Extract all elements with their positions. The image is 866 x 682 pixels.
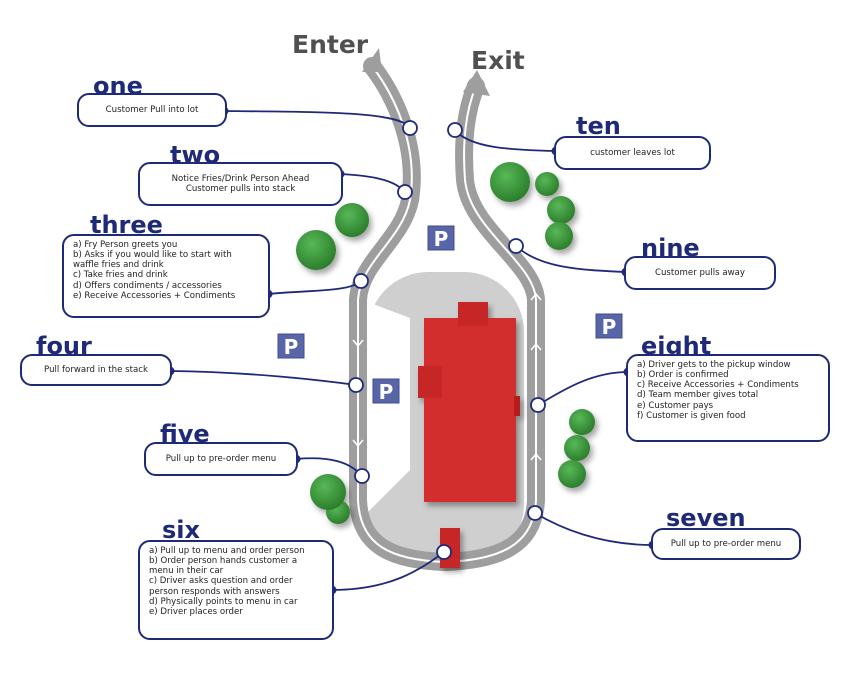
building-main — [424, 318, 516, 502]
step-three-line: b) Asks if you would like to start with — [73, 250, 232, 261]
enter-arrow-icon — [362, 48, 382, 72]
step-three-line: a) Fry Person greets you — [73, 240, 178, 250]
lane-point — [436, 544, 452, 560]
connector-seven — [534, 512, 654, 546]
chevron-up-icon — [530, 452, 542, 461]
chevron-up-icon — [530, 292, 542, 301]
step-three-line: d) Offers condiments / accessories — [73, 280, 222, 291]
tree-icon — [535, 172, 559, 196]
step-two-callout: Notice Fries/Drink Person Ahead Customer… — [138, 162, 343, 206]
step-ten-callout: customer leaves lot — [554, 136, 711, 170]
step-three-line: waffle fries and drink — [73, 260, 164, 271]
tree-icon — [490, 162, 530, 202]
lane-point — [402, 120, 418, 136]
exit-label: Exit — [471, 46, 525, 75]
step-nine-line: Customer pulls away — [654, 267, 745, 278]
step-six-line: e) Driver places order — [149, 606, 243, 617]
step-one-callout: Customer Pull into lot — [77, 93, 227, 127]
connectors — [169, 110, 654, 591]
lane-point — [527, 505, 543, 521]
exit-arrow-icon — [463, 70, 490, 96]
chevron-up-icon — [530, 342, 542, 351]
step-six-line: b) Order person hands customer a — [149, 556, 298, 567]
step-eight-callout: a) Driver gets to the pickup window b) O… — [626, 354, 830, 442]
tree-icon — [335, 203, 369, 237]
step-seven-callout: Pull up to pre-order menu — [651, 528, 801, 560]
restaurant-building — [418, 302, 520, 568]
step-six-line: a) Pull up to menu and order person — [149, 546, 305, 556]
step-six-line: c) Driver asks question and order — [149, 576, 293, 587]
step-eight-line: d) Team member gives total — [637, 390, 759, 401]
building-side-unit — [418, 366, 442, 398]
lane-chevrons — [352, 292, 542, 461]
parking-sign-icon: P — [277, 333, 305, 359]
pickup-window — [514, 396, 520, 416]
lane-point — [508, 238, 524, 254]
parking-sign-label: P — [379, 380, 394, 404]
step-ten-title: ten — [576, 112, 621, 140]
step-eight-line: b) Order is confirmed — [637, 370, 729, 381]
step-two-line: Notice Fries/Drink Person Ahead — [171, 173, 310, 184]
chevron-down-icon — [352, 339, 364, 348]
step-three-line: c) Take fries and drink — [73, 270, 168, 281]
building-roof-unit — [458, 302, 488, 326]
lane-points — [348, 120, 546, 560]
lane-point — [353, 273, 369, 289]
step-eight-line: f) Customer is given food — [637, 410, 746, 421]
tree-icon — [296, 230, 336, 270]
step-six-line: menu in their car — [149, 566, 224, 577]
step-eight-line: c) Receive Accessories + Condiments — [637, 380, 799, 391]
parking-signs: P P P P — [277, 225, 623, 404]
tree-icon — [564, 435, 590, 461]
step-nine-callout: Customer pulls away — [624, 256, 776, 290]
parking-sign-icon: P — [372, 378, 400, 404]
tree-icon — [569, 409, 595, 435]
step-six-title: six — [162, 516, 200, 544]
connector-one — [223, 110, 411, 129]
lane-point — [397, 184, 413, 200]
tree-icon — [558, 460, 586, 488]
connector-two — [339, 173, 406, 193]
step-two-line: Customer pulls into stack — [185, 184, 296, 194]
lot-notch — [368, 302, 410, 512]
chevron-down-icon — [352, 439, 364, 448]
step-six-line: d) Physically points to menu in car — [149, 596, 298, 607]
connector-eight — [537, 371, 629, 406]
step-six-callout: a) Pull up to menu and order person b) O… — [138, 540, 334, 640]
parking-sign-label: P — [434, 227, 449, 251]
step-three-line: e) Receive Accessories + Condiments — [73, 290, 236, 301]
tree-icon — [545, 222, 573, 250]
lane-point — [354, 468, 370, 484]
step-four-line: Pull forward in the stack — [44, 364, 148, 375]
step-seven-title: seven — [666, 504, 746, 532]
connector-six — [331, 551, 445, 591]
step-eight-line: a) Driver gets to the pickup window — [637, 360, 791, 370]
parking-sign-label: P — [284, 335, 299, 359]
step-one-line: Customer Pull into lot — [105, 104, 199, 115]
parking-sign-icon: P — [427, 225, 455, 251]
lane-point — [348, 377, 364, 393]
connector-nine — [515, 245, 627, 273]
step-four-callout: Pull forward in the stack — [20, 354, 172, 386]
step-seven-line: Pull up to pre-order menu — [670, 538, 782, 549]
parking-sign-icon: P — [595, 313, 623, 339]
trees — [296, 162, 595, 524]
lane-point — [530, 397, 546, 413]
connector-four — [169, 370, 357, 386]
step-eight-line: e) Customer pays — [637, 400, 714, 411]
connector-three — [267, 280, 362, 295]
lane-point — [447, 122, 463, 138]
step-three-title: three — [90, 211, 163, 239]
step-five-line: Pull up to pre-order menu — [165, 453, 277, 464]
step-five-callout: Pull up to pre-order menu — [144, 442, 298, 476]
tree-icon — [547, 196, 575, 224]
tree-icon — [310, 474, 346, 510]
step-three-callout: a) Fry Person greets you b) Asks if you … — [62, 234, 270, 318]
enter-label: Enter — [292, 30, 369, 59]
step-ten-line: customer leaves lot — [590, 147, 675, 158]
parking-sign-label: P — [602, 315, 617, 339]
step-six-line: person responds with answers — [149, 586, 280, 597]
